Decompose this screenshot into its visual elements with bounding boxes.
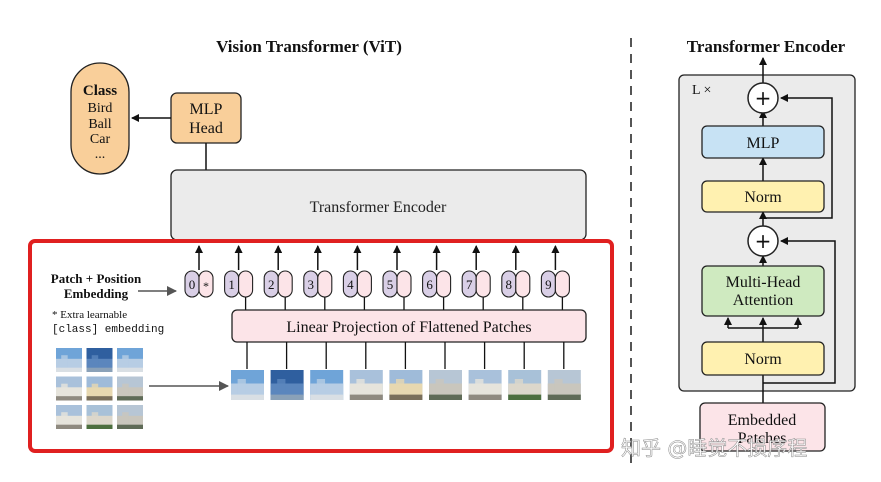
repeat-label: L ×	[692, 83, 711, 98]
image-patches	[56, 342, 581, 429]
right-title: Transformer Encoder	[687, 37, 846, 56]
patch-embedding-9	[554, 270, 570, 298]
linear-projection-label: Linear Projection of Flattened Patches	[286, 319, 531, 336]
attention-block	[701, 265, 825, 317]
plus-top	[747, 82, 779, 114]
sequence-patch-2	[270, 370, 304, 400]
patch-embedding-2	[277, 270, 293, 298]
left-title: Vision Transformer (ViT)	[216, 37, 402, 56]
embedded-line2: Patches	[738, 430, 787, 447]
patch-embedding-7	[475, 270, 491, 298]
attention-line2: Attention	[733, 292, 793, 309]
token-pair-8: 8	[501, 245, 531, 310]
grid-patch-8	[86, 405, 113, 429]
attention-line1: Multi-Head	[726, 274, 801, 291]
grid-patch-1	[56, 348, 82, 372]
position-index-3: 3	[308, 277, 315, 292]
grid-patch-7	[56, 405, 82, 429]
grid-patch-3	[117, 348, 143, 372]
plus-bottom-symbol: +	[755, 229, 772, 253]
patch-position-line1: Patch + Position	[51, 271, 142, 286]
position-index-8: 8	[506, 277, 513, 292]
grid-patch-4	[56, 376, 82, 401]
patch-embedding-8	[515, 270, 531, 298]
embedded-patches-block	[699, 402, 826, 452]
plus-bottom	[747, 225, 779, 257]
embedding-highlight-frame	[28, 239, 614, 453]
norm-bottom-block	[701, 341, 825, 376]
patch-embedding-3	[317, 270, 333, 298]
patch-embedding-4	[356, 270, 372, 298]
patch-position-line2: Embedding	[64, 286, 129, 301]
position-index-1: 1	[228, 277, 235, 292]
sequence-patch-8	[508, 370, 542, 400]
extra-note-line2: [class] embedding	[52, 324, 164, 336]
sequence-patch-6	[429, 370, 462, 400]
class-heading: Class	[83, 83, 117, 99]
watermark: 知乎 @睡觉不损序程	[621, 436, 807, 460]
token-pair-9: 9	[540, 245, 570, 310]
class-item-0: Bird	[88, 101, 113, 116]
sequence-patch-5	[389, 370, 423, 400]
sequence-patch-7	[468, 370, 502, 400]
position-index-5: 5	[387, 277, 394, 292]
mlp-block	[701, 125, 825, 159]
token-pair-5: 5	[382, 245, 412, 310]
token-pair-3: 3	[303, 245, 333, 310]
linear-projection-box	[231, 309, 587, 343]
position-index-4: 4	[347, 277, 354, 292]
transformer-encoder-label: Transformer Encoder	[310, 199, 447, 216]
embedded-line1: Embedded	[728, 412, 796, 429]
norm-top-block	[701, 180, 825, 213]
position-index-2: 2	[268, 277, 275, 292]
sequence-patch-3	[310, 370, 344, 400]
residual-bottom	[763, 237, 836, 384]
class-item-1: Ball	[88, 117, 111, 132]
sequence-patch-4	[349, 370, 383, 400]
class-box	[70, 62, 130, 175]
position-index-9: 9	[545, 277, 552, 292]
class-token-mark: *	[203, 279, 209, 293]
norm-top-label: Norm	[744, 189, 782, 206]
grid-patch-6	[117, 376, 143, 401]
token-pair-0: 0*	[184, 245, 214, 298]
token-pair-2: 2	[263, 245, 293, 310]
extra-note-line1: * Extra learnable	[52, 309, 127, 321]
mlp-head-line1: MLP	[190, 101, 223, 118]
grid-patch-9	[117, 405, 143, 429]
grid-patch-2	[86, 348, 113, 372]
position-index-7: 7	[466, 277, 473, 292]
mlp-block-label: MLP	[747, 135, 780, 152]
norm-bottom-label: Norm	[744, 351, 782, 368]
position-index-6: 6	[426, 277, 433, 292]
class-item-3: ...	[95, 147, 106, 162]
mlp-head-line2: Head	[189, 120, 223, 137]
token-pair-4: 4	[342, 245, 372, 310]
residual-top	[763, 94, 833, 219]
sequence-patch-9	[547, 370, 581, 400]
patch-embedding-1	[238, 270, 254, 298]
class-item-2: Car	[90, 132, 111, 147]
plus-top-symbol: +	[755, 86, 772, 110]
patch-embedding-6	[436, 270, 452, 298]
token-pair-7: 7	[461, 245, 491, 310]
token-pair-6: 6	[422, 245, 452, 310]
token-pair-1: 1	[224, 245, 254, 310]
position-index-0: 0	[189, 277, 196, 292]
grid-patch-5	[86, 376, 113, 401]
sequence-patch-1	[231, 370, 264, 400]
patch-embedding-0	[198, 270, 214, 298]
patch-embedding-5	[396, 270, 412, 298]
